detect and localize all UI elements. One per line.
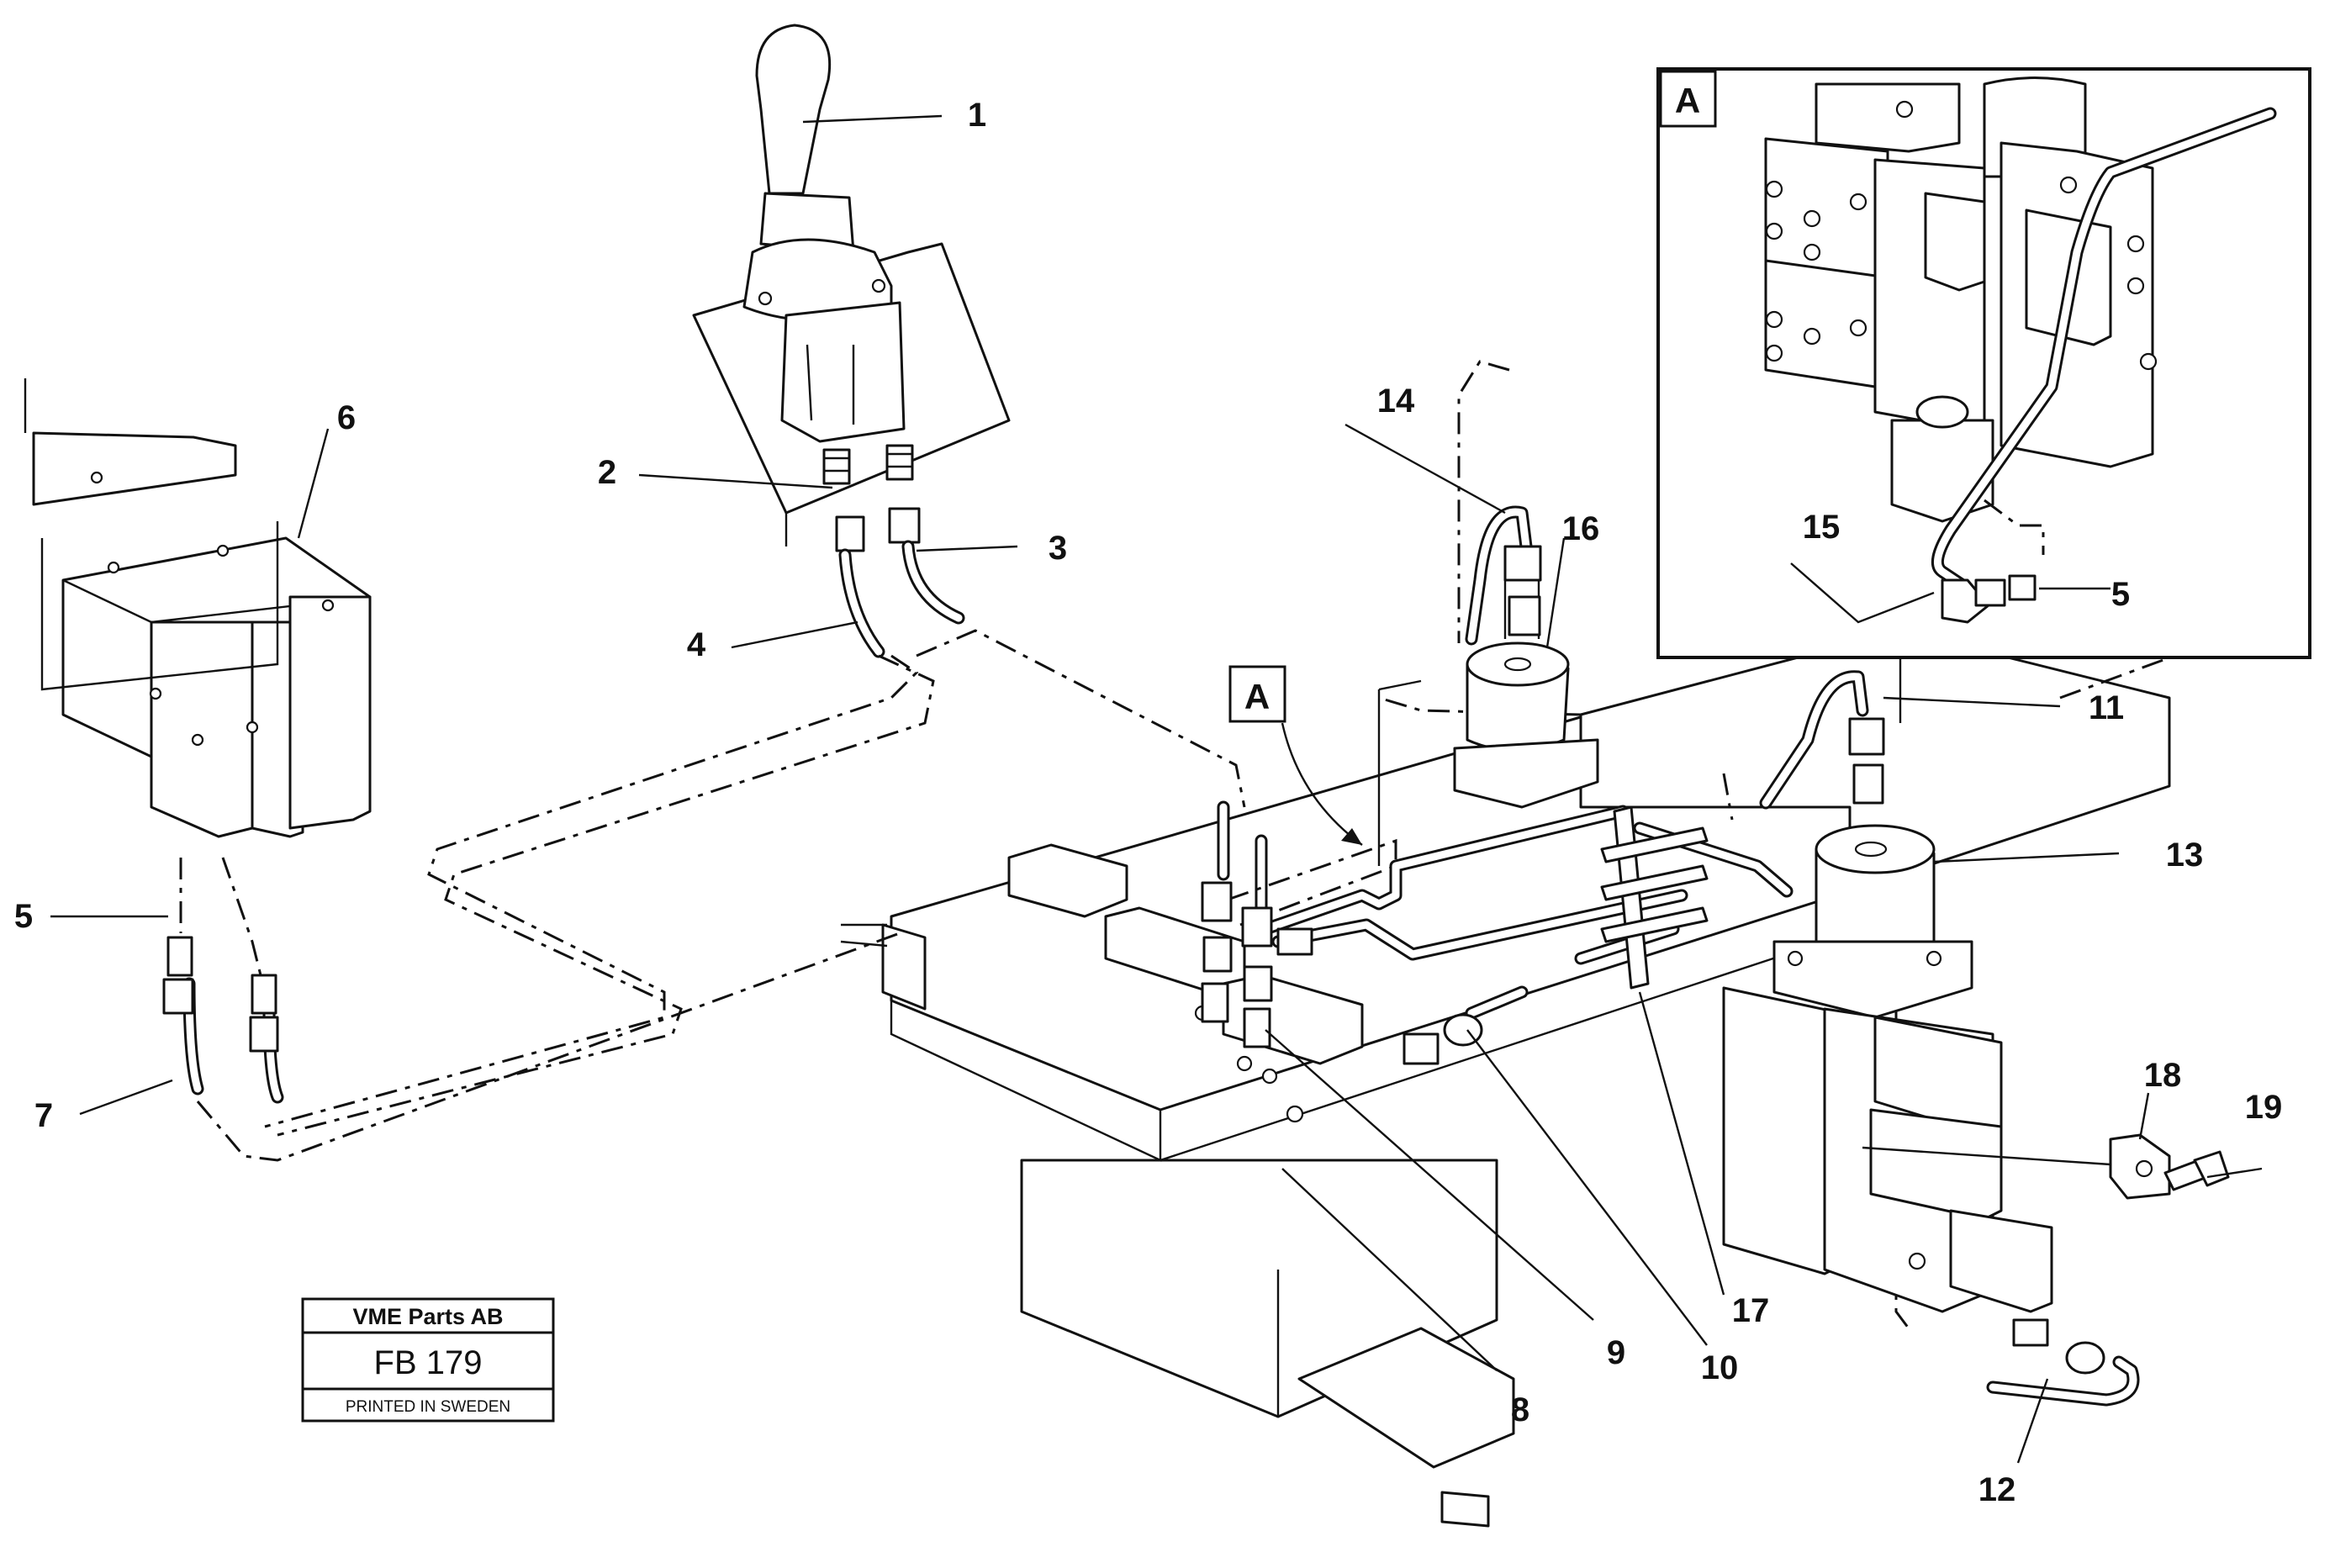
callout-5-left: 5	[14, 898, 33, 935]
callout-numbers: 1 2 3 4 5 5 6 7 8 9 10 11 12 13 14 15 16…	[14, 97, 2282, 1508]
callout-9: 9	[1607, 1334, 1625, 1371]
title-block-code: FB 179	[374, 1344, 483, 1381]
pedal-valve-block	[24, 378, 372, 1053]
callout-7: 7	[34, 1097, 53, 1134]
callout-19: 19	[2245, 1089, 2283, 1126]
title-block-footer: PRINTED IN SWEDEN	[346, 1398, 510, 1416]
leader-lines	[50, 114, 2263, 1464]
callout-1: 1	[968, 97, 986, 134]
detail-flag-a: A	[1228, 665, 1363, 846]
detail-view-a: A	[1656, 67, 2311, 659]
callout-18: 18	[2144, 1057, 2182, 1094]
callout-15: 15	[1803, 509, 1841, 546]
clamp-assembly	[1600, 805, 1709, 990]
callout-3: 3	[1049, 530, 1067, 567]
detail-flag-label: A	[1244, 677, 1270, 716]
callout-6: 6	[337, 399, 356, 436]
callout-8: 8	[1511, 1391, 1529, 1428]
callout-12: 12	[1978, 1471, 2016, 1508]
callout-5-detail: 5	[2111, 576, 2130, 613]
title-block: VME Parts AB FB 179 PRINTED IN SWEDEN	[301, 1297, 555, 1423]
callout-16: 16	[1562, 510, 1600, 547]
callout-4: 4	[687, 626, 706, 663]
clip-and-screw	[2109, 1133, 2230, 1200]
detail-view-label: A	[1675, 81, 1700, 120]
pressure-switch-lower	[1722, 717, 2105, 1375]
callout-11: 11	[2089, 689, 2124, 726]
callout-2: 2	[598, 454, 616, 491]
title-block-company: VME Parts AB	[352, 1304, 503, 1329]
callout-10: 10	[1701, 1349, 1739, 1386]
control-lever	[692, 24, 1011, 552]
callout-13: 13	[2166, 837, 2204, 874]
callout-14: 14	[1377, 383, 1415, 420]
callout-17: 17	[1732, 1292, 1770, 1329]
pressure-switch-upper	[1453, 545, 1599, 809]
